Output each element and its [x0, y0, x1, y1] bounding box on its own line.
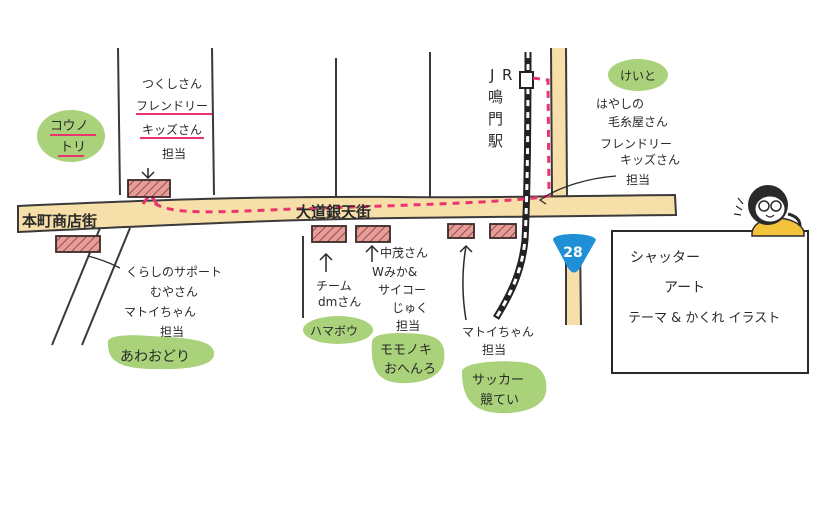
badge-soccer [462, 361, 547, 414]
pointer-line [87, 255, 121, 269]
badge-awaodori [107, 335, 215, 370]
walking-route [148, 76, 551, 214]
route-28-road [551, 48, 566, 196]
route-number: 28 [563, 245, 582, 261]
badge-text: サッカー [472, 373, 524, 388]
shop-marker [447, 223, 475, 239]
street-line [117, 47, 121, 196]
group-line: くらしのサポート [126, 265, 222, 279]
group-line: キッズさん [620, 152, 680, 167]
pointer-line [538, 175, 617, 205]
road-edge [565, 47, 568, 197]
street-line [81, 227, 131, 346]
shops [55, 179, 517, 253]
badge-text: 競てい [480, 393, 519, 408]
arrow-up-icon [319, 252, 333, 272]
road-edge [550, 47, 553, 197]
shop-marker [489, 223, 517, 239]
badge-keito [608, 59, 668, 91]
character-face [754, 195, 786, 223]
info-line-3: テーマ & かくれ イラスト [628, 311, 780, 326]
badge-text: コウノ [50, 119, 88, 134]
character-ponytail [787, 212, 802, 227]
shop-marker [311, 225, 347, 243]
group-bottom-left: くらしのサポート むやさん マトイちゃん 担当 あわおどり [87, 255, 222, 370]
group-line: サイコー [378, 283, 426, 297]
group-line: 担当 [396, 319, 420, 333]
badge-hamabou [303, 316, 373, 344]
group-line: 担当 [482, 343, 506, 357]
group-line: フレンドリー [600, 137, 672, 151]
arrow-up-icon [365, 244, 379, 262]
rail-ties [494, 51, 530, 319]
station-char: J [489, 66, 494, 84]
badge-text: ハマボウ [310, 324, 358, 338]
group-line: 毛糸屋さん [608, 115, 668, 129]
route-28-shield-icon: 28 [552, 234, 596, 273]
station-char: 駅 [488, 132, 503, 150]
group-line: マトイちゃん [462, 325, 534, 339]
info-line-2: アート [664, 280, 705, 296]
main-street [17, 193, 678, 234]
shop-marker [55, 235, 101, 253]
group-line: つくしさん [142, 77, 202, 91]
group-line: 担当 [162, 147, 186, 161]
railway [493, 51, 534, 320]
character-smile [765, 214, 775, 218]
badge-text: トリ [60, 140, 86, 155]
group-line: フレンドリー [136, 99, 208, 113]
group-line: マトイちゃん [124, 305, 196, 319]
street-line [211, 47, 215, 196]
shop-marker [127, 179, 171, 198]
arrow-down-icon [141, 168, 155, 180]
badge-text: モモノキ [380, 343, 432, 358]
group-middle-left: チーム dmさん ハマボウ [303, 252, 373, 344]
station-char: R [502, 66, 512, 84]
street-label-honmachi: 本町商店街 [22, 212, 97, 230]
info-box: シャッター アート テーマ & かくれ イラスト [611, 230, 809, 374]
station-label: J R 鳴 門 駅 [488, 66, 512, 150]
station-char: 鳴 [488, 88, 503, 106]
glasses-icon [758, 200, 770, 212]
group-middle: 中茂さん Wみか& サイコー じゅく 担当 モモノキ おへんろ [365, 244, 445, 384]
sparkle-icon [733, 197, 744, 216]
group-line: 中茂さん [380, 245, 428, 260]
shop-marker [355, 225, 391, 243]
badge-text: おへんろ [384, 362, 436, 377]
badge-momonoki [371, 332, 445, 384]
group-line: dmさん [318, 295, 361, 309]
arrow-up-icon [459, 244, 473, 321]
station-platform [519, 71, 534, 89]
group-line: むやさん [150, 285, 198, 299]
glasses-icon [770, 200, 782, 212]
group-line: Wみか& [372, 265, 417, 279]
info-line-1: シャッター [630, 250, 700, 266]
group-line: 担当 [160, 325, 184, 339]
group-top-left: つくしさん フレンドリー キッズさん 担当 コウノ トリ [37, 77, 212, 180]
group-line: じゅく [392, 301, 428, 315]
group-line: キッズさん [142, 122, 202, 137]
group-line: はやしの [596, 97, 644, 111]
group-line: チーム [316, 279, 352, 293]
badge-text: あわおどり [120, 349, 190, 365]
group-top-right: けいと はやしの 毛糸屋さん フレンドリー キッズさん 担当 [538, 59, 680, 205]
station-char: 門 [488, 110, 503, 128]
character-illustration [733, 185, 805, 237]
group-line: 担当 [626, 173, 650, 187]
group-station-bottom: マトイちゃん 担当 サッカー 競てい [459, 244, 547, 414]
street-label-ginza: 大道銀天街 [296, 203, 371, 221]
badge-text: けいと [620, 69, 656, 83]
info-box-frame [611, 230, 809, 374]
